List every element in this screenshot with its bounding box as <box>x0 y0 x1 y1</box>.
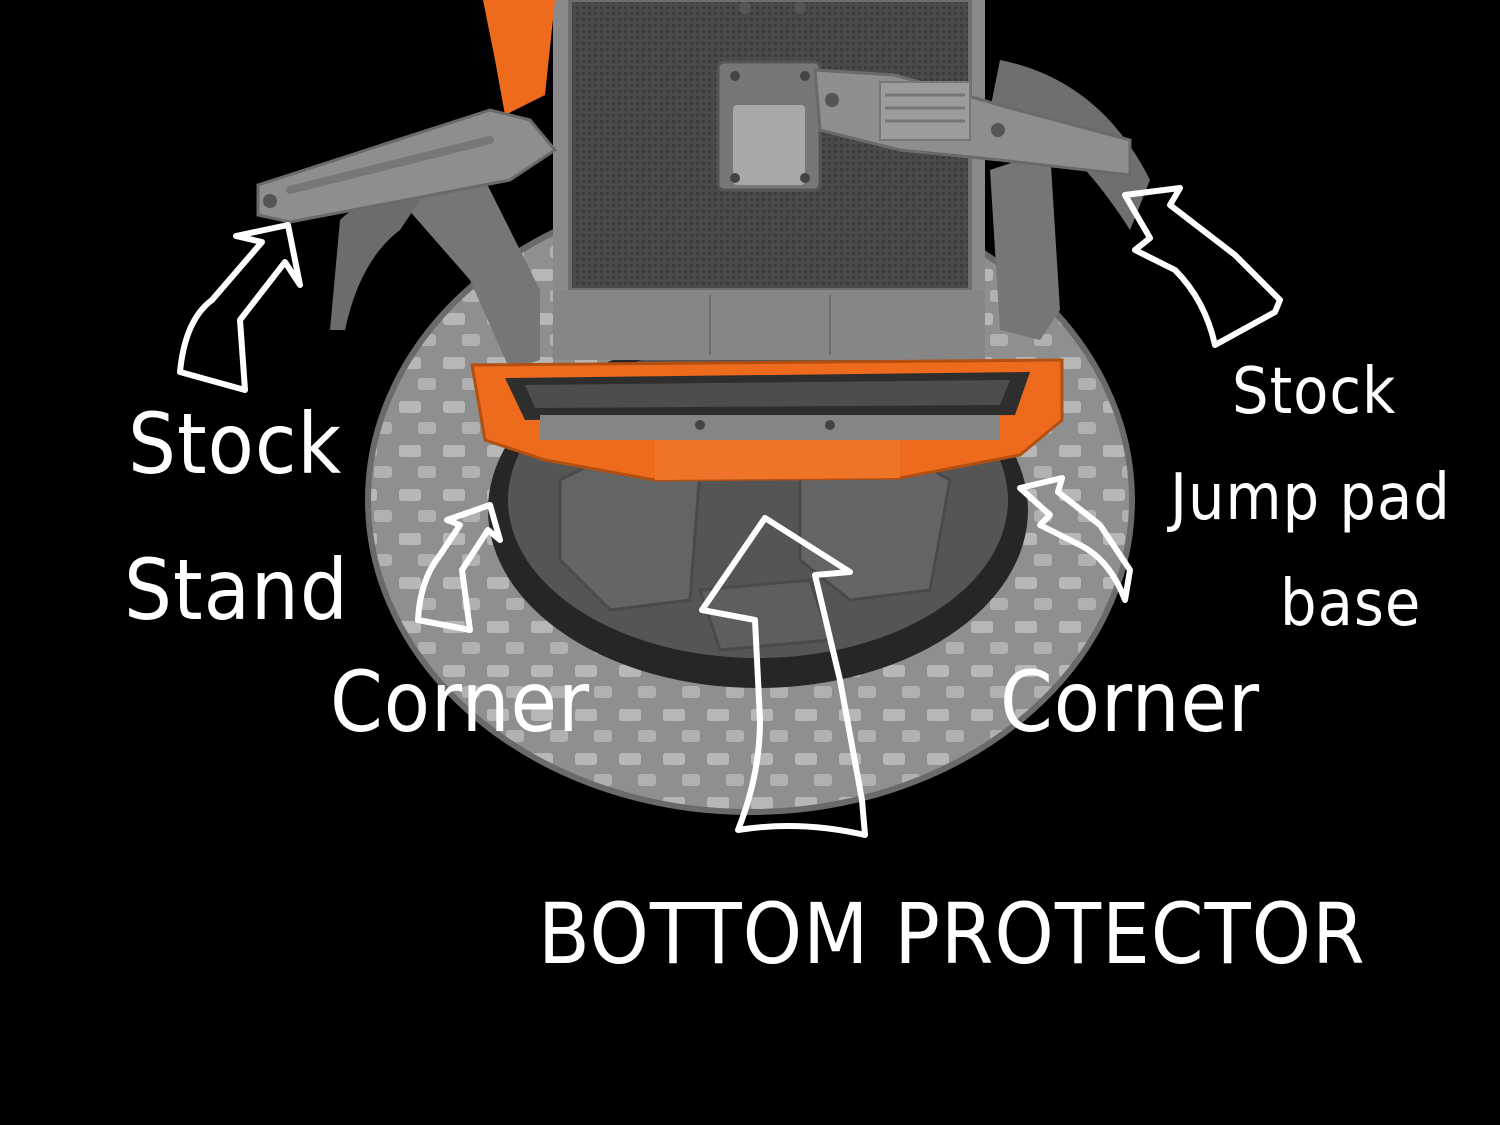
label-jump-pad-line1: Stock <box>1232 355 1397 429</box>
bottom-protector-part <box>470 358 1064 482</box>
arrow-to-jump-pad <box>1122 185 1283 348</box>
frame-struts <box>330 60 1150 370</box>
label-jump-pad-line3: base <box>1280 567 1422 641</box>
arrow-to-corner-right <box>1017 475 1133 603</box>
arrow-to-corner-left <box>415 502 503 633</box>
arrow-to-bottom-protector <box>699 515 868 838</box>
label-jump-pad-line2: Jump pad <box>1170 461 1451 535</box>
label-stock-stand-line2: Stand <box>124 541 349 639</box>
label-corner-right: Corner <box>1000 653 1261 751</box>
label-corner-left: Corner <box>330 653 591 751</box>
stock-jump-pad-part <box>813 68 1132 177</box>
arrow-to-stock-stand <box>177 222 303 393</box>
label-bottom-protector: BOTTOM PROTECTOR <box>538 885 1366 983</box>
stock-stand-part <box>256 108 558 224</box>
orange-side-panel <box>483 0 555 115</box>
annotation-arrows <box>177 185 1283 838</box>
label-stock-stand-line1: Stock <box>128 395 343 493</box>
unicycle-body <box>553 0 985 360</box>
